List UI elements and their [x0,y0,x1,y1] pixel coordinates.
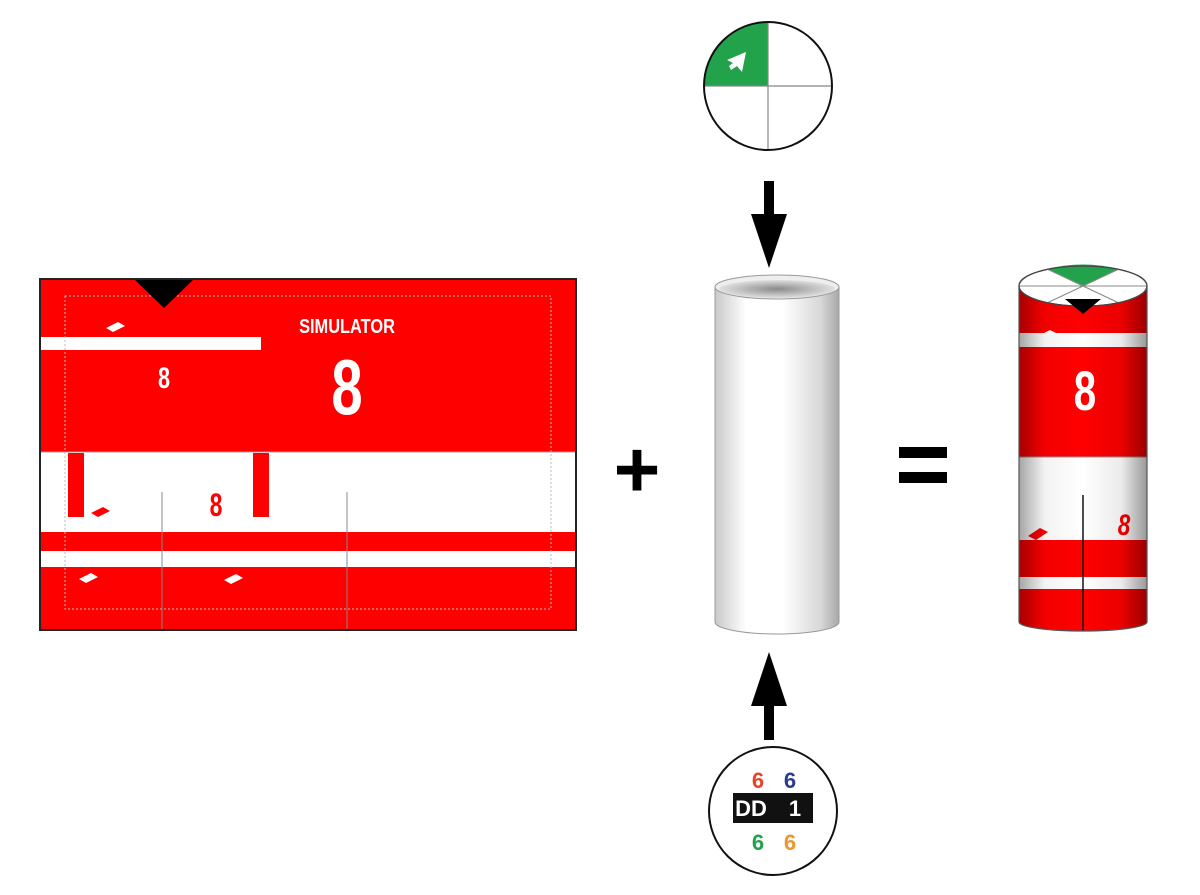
down-arrow-icon [751,181,787,268]
up-arrow-icon [751,652,787,740]
red-post-left [68,453,84,517]
diamond-mark-icon [224,574,243,584]
red-post-right [253,453,269,517]
diamond-mark-icon [106,322,125,332]
band-number: 8 [210,487,223,523]
label-box [733,793,813,823]
panel-top-stripe [41,337,261,350]
plus-operator: + [614,425,661,514]
label-text: DD [735,796,767,821]
digit-top-right: 6 [784,768,796,793]
label-value: 1 [789,796,801,821]
result-top-cap [1018,264,1148,314]
base-cylinder [714,274,840,635]
panel-white-stripe [41,551,575,567]
result-cylinder: 8 8 [1018,264,1148,632]
equals-operator: = [899,447,947,483]
chevron-arrow-icon [727,52,746,72]
flat-texture-panel: SIMULATOR 8 8 8 [39,278,577,631]
panel-white-band [41,452,575,532]
diamond-mark-icon [91,507,110,517]
pointer-triangle-icon [135,280,193,308]
top-cap-disk [703,21,833,151]
digit-top-left: 6 [752,768,764,793]
diamond-mark-icon [79,573,98,583]
large-number: 8 [331,344,362,431]
green-quadrant [704,22,768,86]
small-number: 8 [158,360,170,394]
bottom-label-disk: 6 6 DD 1 6 6 [708,746,838,876]
digit-bottom-right: 6 [784,830,796,855]
pointer-triangle-icon [1065,299,1101,314]
simulator-label: SIMULATOR [299,314,395,337]
digit-bottom-left: 6 [752,830,764,855]
dotted-guide-frame [64,295,552,610]
